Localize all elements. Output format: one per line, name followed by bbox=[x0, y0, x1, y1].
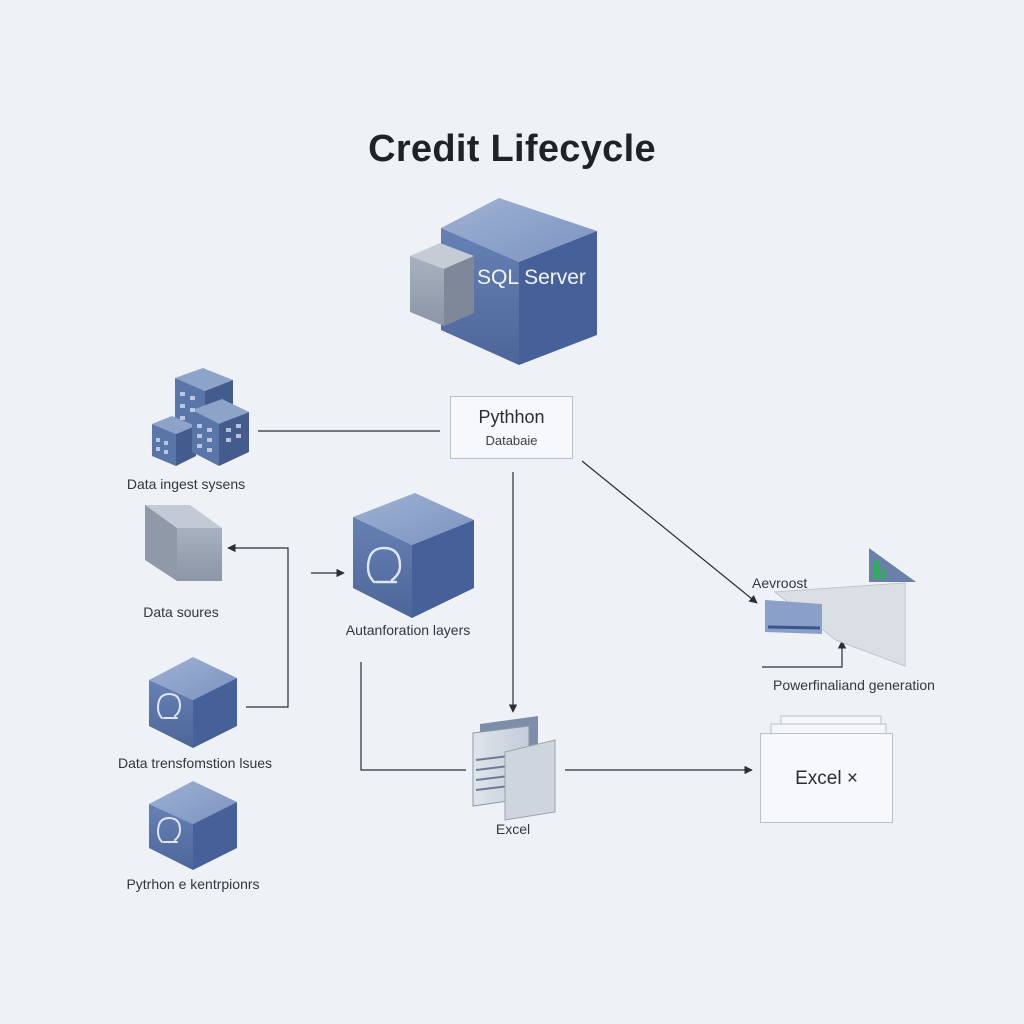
data-transformation-label: Data trensfomstion lsues bbox=[117, 755, 273, 771]
sql-cube-side bbox=[519, 231, 597, 365]
sql-server-node[interactable] bbox=[410, 198, 597, 365]
sql-connector-top bbox=[410, 243, 474, 269]
sql-connector-side bbox=[444, 256, 474, 326]
excel-stack-label: Excel bbox=[495, 821, 531, 837]
excel-stack-icon[interactable] bbox=[472, 716, 556, 821]
excel-output-node[interactable]: Excel × bbox=[760, 733, 893, 823]
data-ingest-icon[interactable] bbox=[152, 368, 249, 466]
report-generation-label: Powerfinaliand generation bbox=[773, 677, 935, 693]
report-feedback-arrow bbox=[762, 640, 847, 668]
report-generation-icon[interactable] bbox=[765, 548, 916, 667]
python-endpoints-label: Pytrhon e kentrpionrs bbox=[126, 876, 260, 892]
data-transformation-icon[interactable] bbox=[149, 657, 237, 748]
automation-layers-label: Autanforation layers bbox=[345, 622, 471, 638]
python-to-advanced-arrow bbox=[581, 460, 758, 604]
data-sources-icon[interactable] bbox=[145, 505, 222, 581]
connectors bbox=[227, 430, 847, 775]
transformation-to-sources-arrow bbox=[227, 543, 289, 708]
green-accent bbox=[874, 561, 879, 579]
sql-cube-top bbox=[441, 198, 597, 262]
advanced-label: Aevroost bbox=[752, 575, 808, 591]
automation-to-excel-line bbox=[360, 662, 466, 771]
python-endpoints-icon[interactable] bbox=[149, 781, 237, 870]
data-ingest-label: Data ingest sysens bbox=[126, 476, 246, 492]
python-database-title: Pythhon bbox=[478, 407, 545, 427]
python-database-subtitle: Databaie bbox=[485, 433, 538, 448]
data-sources-label: Data soures bbox=[143, 604, 219, 620]
automation-glyph bbox=[366, 546, 402, 584]
automation-layers-icon[interactable] bbox=[353, 493, 474, 618]
sql-connector-front bbox=[410, 256, 444, 326]
python-database-node[interactable]: Pythhon Databaie bbox=[450, 396, 573, 459]
excel-output-label: Excel × bbox=[795, 768, 858, 789]
diagram-title: Credit Lifecycle bbox=[368, 128, 656, 170]
sql-server-label: SQL Server bbox=[477, 266, 586, 289]
